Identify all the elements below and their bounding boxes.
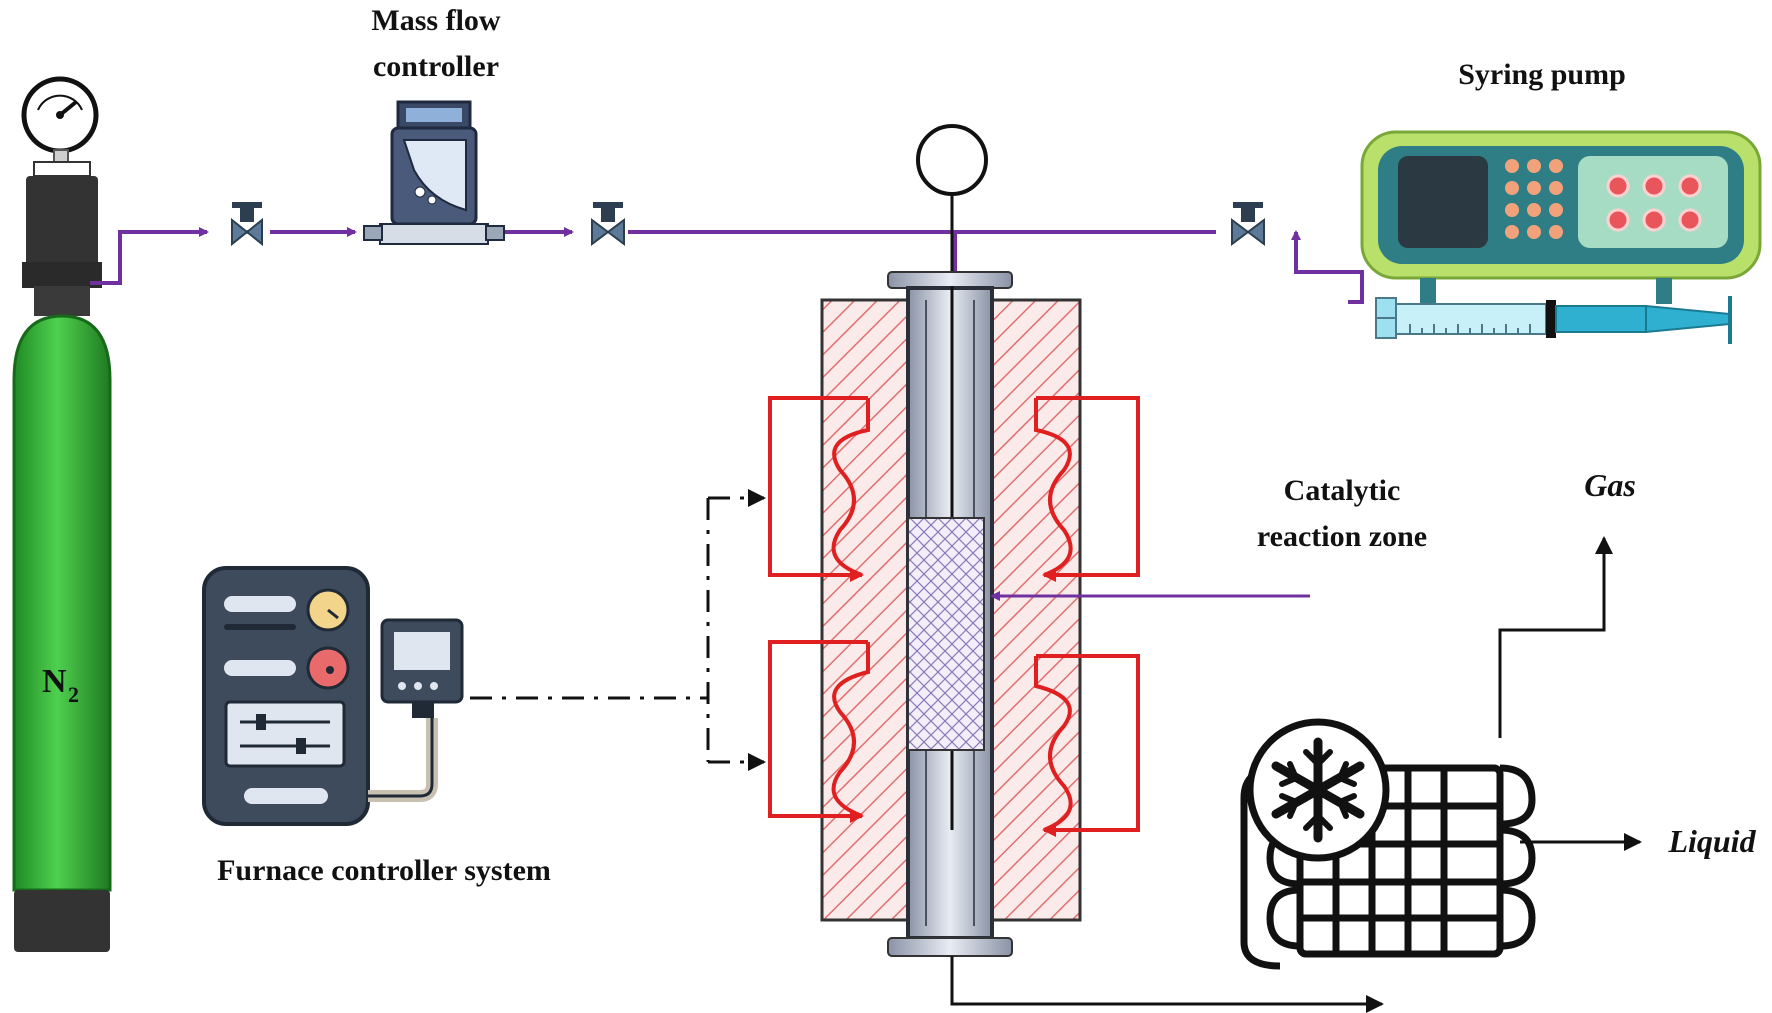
catalyst-bed [907, 517, 985, 751]
control-signal-lines [470, 489, 766, 771]
n2-label: N [42, 663, 67, 700]
snowflake-icon [1246, 718, 1390, 862]
syringe-pump-label: Syring pump [1458, 58, 1626, 91]
indicator-light-icon [306, 646, 350, 690]
condenser [1240, 718, 1536, 970]
dial-icon [306, 588, 350, 632]
button-row-icon [1606, 174, 1702, 232]
valve-icon [1231, 202, 1265, 246]
n2-subscript: 2 [68, 682, 79, 707]
catalytic-label-1: Catalytic [1284, 474, 1401, 507]
slider-icon [240, 714, 330, 754]
outlet-lines [950, 536, 1642, 1013]
mass-flow-controller-label-2: controller [373, 50, 499, 83]
reactor [768, 124, 1140, 957]
gas-feed-line [90, 227, 1364, 304]
furnace-controller-label: Furnace controller system [217, 854, 551, 887]
mass-flow-controller-label-1: Mass flow [371, 4, 500, 37]
gas-label: Gas [1584, 467, 1636, 503]
liquid-label: Liquid [1667, 823, 1756, 859]
syringe-pump [1360, 130, 1762, 304]
reactor-pressure-gauge-icon [916, 124, 988, 276]
valve-icon [231, 202, 263, 247]
syringe-icon [1375, 296, 1732, 344]
furnace-controller-system [202, 566, 464, 826]
keypad-icon [1505, 159, 1563, 239]
pressure-gauge-icon [21, 76, 99, 154]
mass-flow-controller [363, 100, 505, 245]
valve-icon [591, 202, 625, 246]
n2-gas-cylinder: N 2 [12, 76, 112, 952]
heater-coil [768, 396, 1140, 837]
catalytic-label-2: reaction zone [1257, 520, 1427, 553]
